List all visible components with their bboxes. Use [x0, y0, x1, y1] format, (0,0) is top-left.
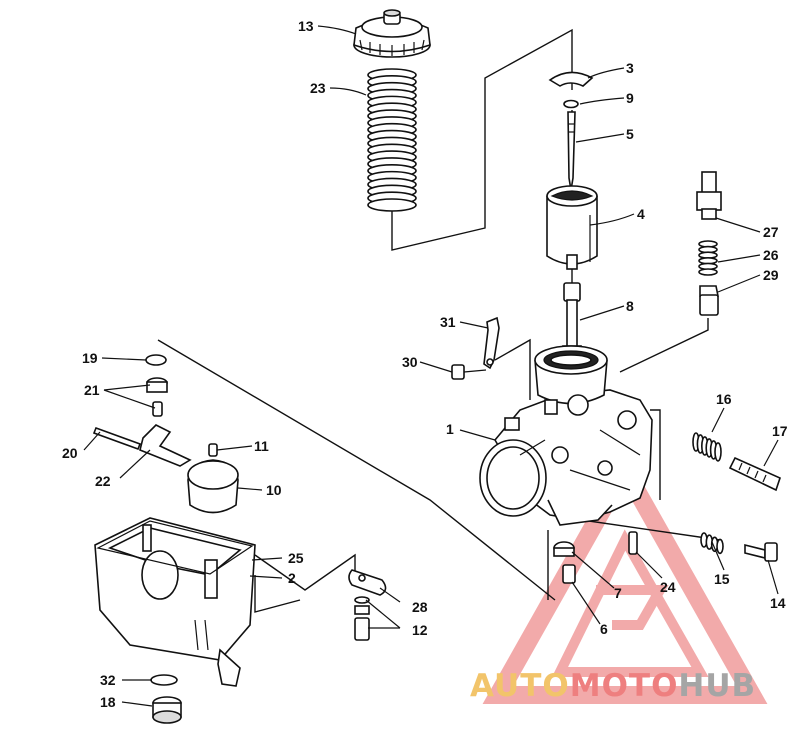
part-18-drain-plug — [152, 696, 182, 724]
callout-18: 18 — [100, 694, 116, 710]
callout-6: 6 — [600, 621, 608, 637]
watermark-auto: AUTO — [470, 668, 570, 704]
part-5-needle — [567, 111, 576, 191]
part-2-float-bowl — [94, 517, 256, 687]
part-26-spring — [698, 240, 718, 276]
callout-10: 10 — [266, 482, 282, 498]
callout-4: 4 — [637, 206, 645, 222]
callout-17: 17 — [772, 423, 788, 439]
assembly-lines — [157, 28, 721, 613]
part-27-fitting — [696, 171, 722, 220]
callout-13: 13 — [298, 18, 314, 34]
part-7-jet — [553, 541, 575, 557]
callout-7: 7 — [614, 585, 622, 601]
callout-30: 30 — [402, 354, 418, 370]
part-19-washer — [145, 354, 167, 366]
part-32-o-ring — [150, 674, 178, 686]
callout-16: 16 — [716, 391, 732, 407]
part-23-spring — [367, 68, 417, 212]
part-28-plate — [348, 569, 387, 596]
part-17-adjust-screw — [728, 456, 781, 492]
part-22-float-arm — [139, 424, 192, 467]
callout-23: 23 — [310, 80, 326, 96]
callout-5: 5 — [626, 126, 634, 142]
part-25-gasket — [96, 520, 254, 575]
watermark-hub: HUB — [678, 668, 756, 704]
callout-11: 11 — [254, 438, 269, 454]
watermark-text: AUTOMOTOHUB — [470, 668, 756, 704]
part-8-needle-jet — [562, 282, 582, 353]
part-3-clip — [548, 71, 594, 87]
callout-32: 32 — [100, 672, 116, 688]
callout-31: 31 — [440, 314, 456, 330]
callout-labels: 13 23 3 9 5 4 8 27 26 29 31 30 1 16 17 1… — [62, 18, 788, 710]
part-1-carburetor-body — [479, 345, 653, 526]
callout-2: 2 — [288, 570, 296, 586]
leader-lines — [83, 25, 779, 707]
callout-26: 26 — [763, 247, 779, 263]
callout-27: 27 — [763, 224, 779, 240]
part-21-valve-seat — [146, 377, 168, 417]
callout-29: 29 — [763, 267, 779, 283]
svg-text:AUTOMOTOHUB: AUTOMOTOHUB — [470, 668, 756, 704]
part-20-pin — [92, 426, 142, 451]
part-30-screw — [451, 364, 487, 380]
callout-8: 8 — [626, 298, 634, 314]
part-15-spring — [700, 532, 724, 555]
callout-21: 21 — [84, 382, 100, 398]
callout-9: 9 — [626, 90, 634, 106]
callout-24: 24 — [660, 579, 676, 595]
part-12-screw — [354, 596, 370, 641]
callout-19: 19 — [82, 350, 98, 366]
callout-28: 28 — [412, 599, 428, 615]
part-9-ring — [563, 99, 579, 109]
callout-1: 1 — [446, 421, 454, 437]
callout-12: 12 — [412, 622, 428, 638]
part-16-spring — [692, 432, 722, 462]
part-14-screw — [744, 542, 778, 562]
watermark-logo — [482, 451, 768, 704]
part-6-main-jet — [562, 564, 576, 584]
callout-14: 14 — [770, 595, 786, 611]
callout-22: 22 — [95, 473, 111, 489]
watermark-moto: MOTO — [570, 668, 679, 704]
part-4-throttle-slide — [546, 185, 598, 270]
part-24-pilot-jet — [628, 531, 638, 555]
callout-15: 15 — [714, 571, 730, 587]
callout-3: 3 — [626, 60, 634, 76]
part-13-cap — [353, 9, 431, 58]
part-10-float — [187, 459, 239, 514]
part-31-bracket — [483, 316, 500, 370]
callout-25: 25 — [288, 550, 304, 566]
callout-20: 20 — [62, 445, 78, 461]
part-29-plunger — [699, 285, 719, 316]
part-11-pin — [208, 443, 218, 457]
